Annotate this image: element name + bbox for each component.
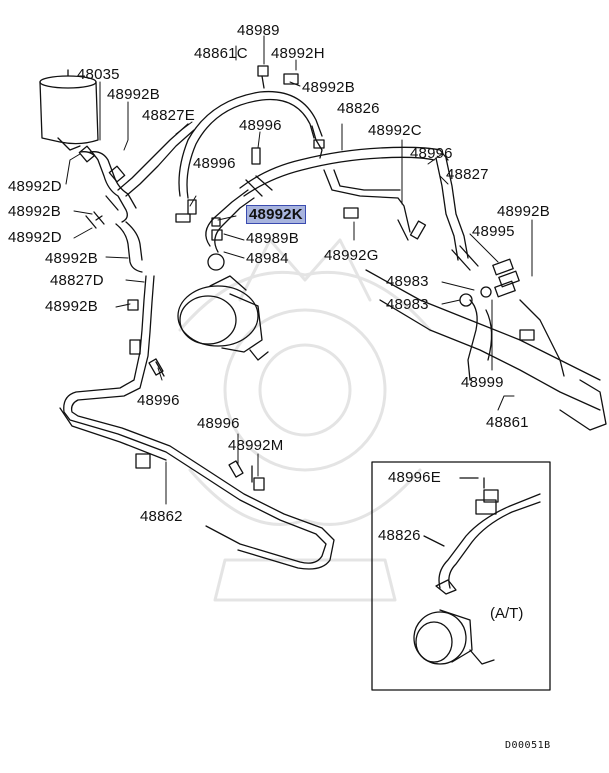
label-48992D-a[interactable]: 48992D: [8, 178, 62, 195]
power-steering-pump: [177, 275, 269, 361]
label-48992G[interactable]: 48992G: [324, 247, 379, 264]
label-48992B-e[interactable]: 48992B: [45, 250, 98, 267]
label-48992M[interactable]: 48992M: [228, 437, 284, 454]
inset-caption: (A/T): [490, 605, 524, 622]
leader-lines: [65, 35, 533, 505]
label-48996-b[interactable]: 48996: [410, 145, 453, 162]
clamp-48992M: [228, 460, 265, 491]
label-48989[interactable]: 48989: [237, 22, 280, 39]
label-48996-a[interactable]: 48996: [239, 117, 282, 134]
label-48826[interactable]: 48826: [337, 100, 380, 117]
label-48996E[interactable]: 48996E: [388, 469, 441, 486]
label-48999[interactable]: 48999: [461, 374, 504, 391]
pressure-hose-48826: [205, 146, 449, 271]
label-48992K-highlighted[interactable]: 48992K: [246, 205, 306, 224]
label-48861[interactable]: 48861: [486, 414, 529, 431]
label-48996-c[interactable]: 48996: [193, 155, 236, 172]
label-48992B-b[interactable]: 48992B: [302, 79, 355, 96]
label-48992B-d[interactable]: 48992B: [497, 203, 550, 220]
label-48827D[interactable]: 48827D: [50, 272, 104, 289]
label-48827E[interactable]: 48827E: [142, 107, 195, 124]
label-48983-a[interactable]: 48983: [386, 273, 429, 290]
label-48996-d[interactable]: 48996: [137, 392, 180, 409]
center-hardware: [175, 147, 427, 241]
label-48861C[interactable]: 48861C: [194, 45, 248, 62]
label-48862[interactable]: 48862: [140, 508, 183, 525]
label-48984[interactable]: 48984: [246, 250, 289, 267]
inset-at: [371, 461, 551, 691]
steering-gear: [365, 269, 607, 431]
label-48992B-a[interactable]: 48992B: [107, 86, 160, 103]
label-48996-e[interactable]: 48996: [197, 415, 240, 432]
label-48827[interactable]: 48827: [446, 166, 489, 183]
label-48983-b[interactable]: 48983: [386, 296, 429, 313]
label-48826-inset[interactable]: 48826: [378, 527, 421, 544]
diagram-code: D00051B: [505, 740, 551, 751]
label-48992B-c[interactable]: 48992B: [8, 203, 61, 220]
label-48989B[interactable]: 48989B: [246, 230, 299, 247]
label-48992C[interactable]: 48992C: [368, 122, 422, 139]
label-48035[interactable]: 48035: [77, 66, 120, 83]
label-48995[interactable]: 48995: [472, 223, 515, 240]
label-48992B-f[interactable]: 48992B: [45, 298, 98, 315]
return-hose-left: [78, 123, 195, 273]
label-48992D-b[interactable]: 48992D: [8, 229, 62, 246]
label-48992H[interactable]: 48992H: [271, 45, 325, 62]
pressure-hose-48861C: [178, 65, 325, 199]
cooler-line-48862: [59, 275, 335, 570]
watermark-emblem: [178, 238, 432, 602]
reservoir-48035: [39, 69, 99, 151]
